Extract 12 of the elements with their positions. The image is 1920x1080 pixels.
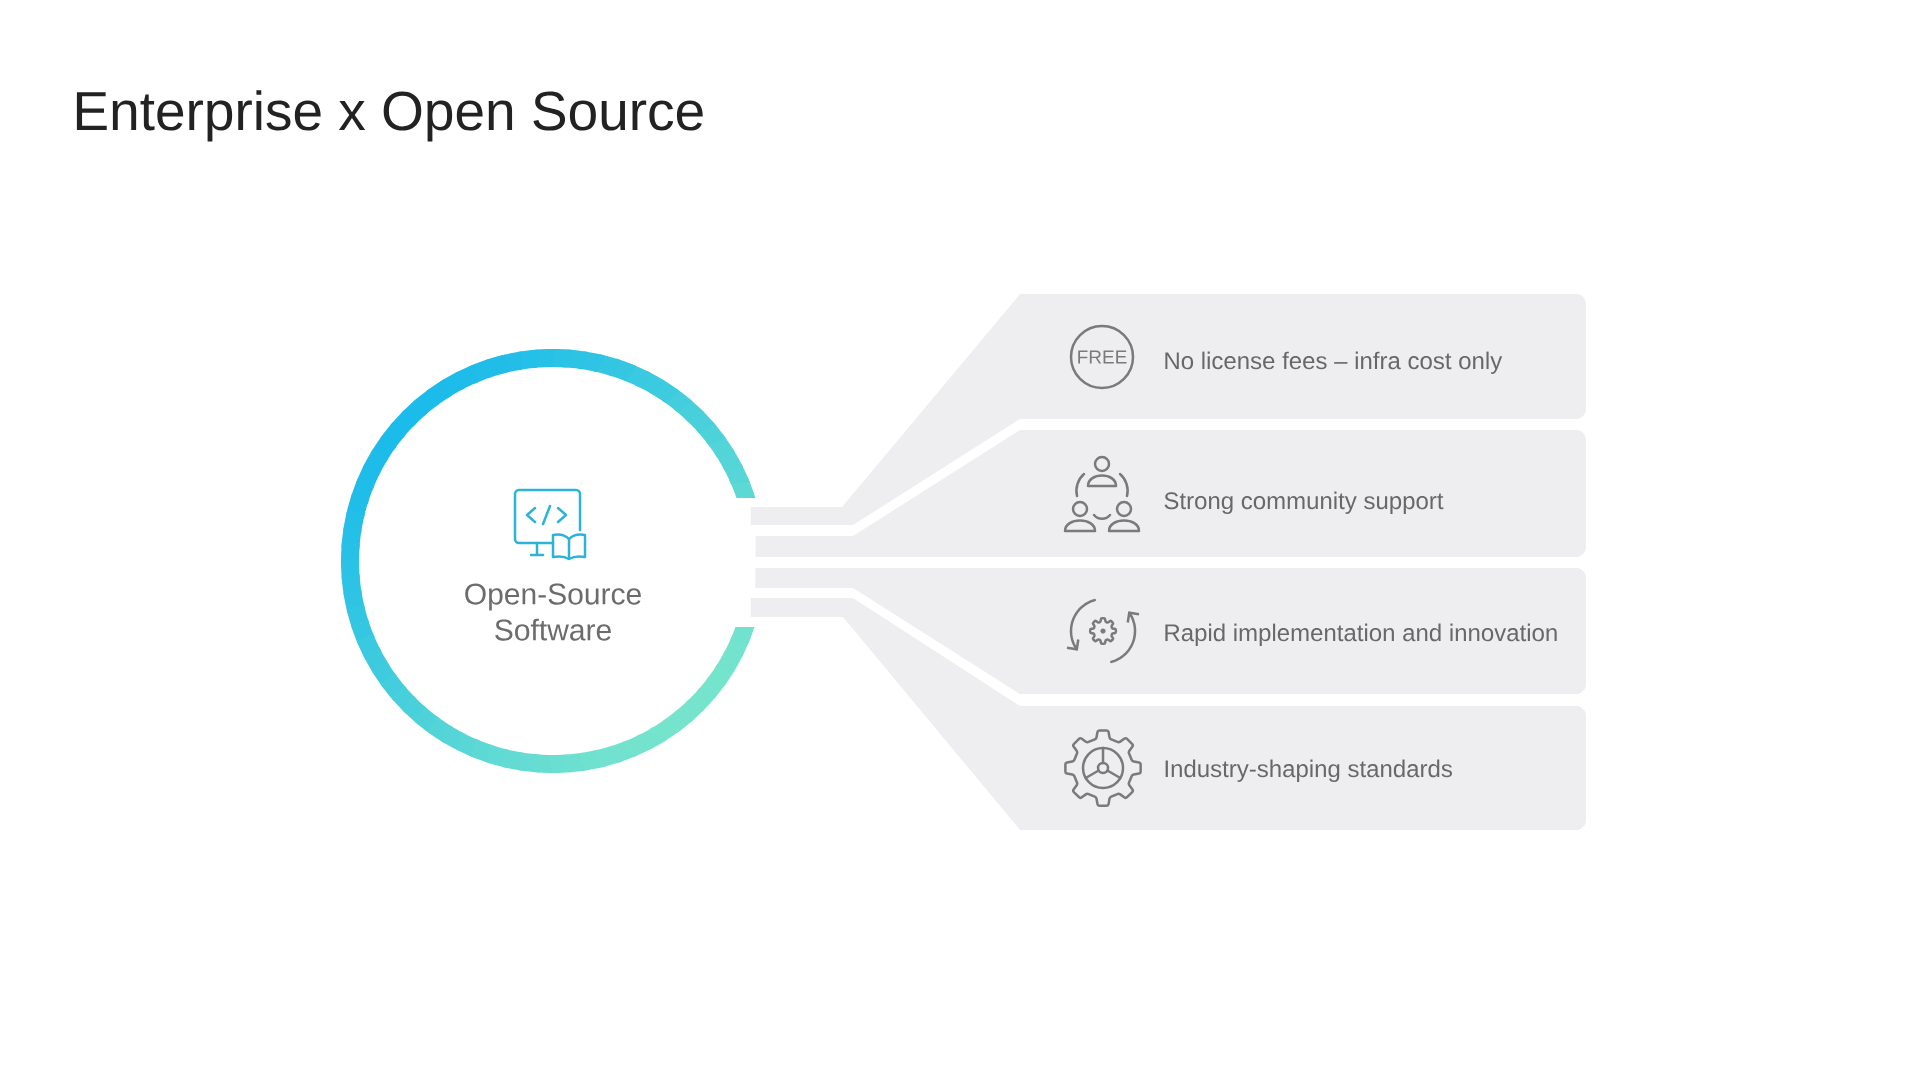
node-label: Strong community support — [1164, 491, 1444, 514]
connector — [750, 598, 1020, 830]
connector — [750, 294, 1020, 525]
node-label: No license fees – infra cost only — [1165, 351, 1503, 374]
feature-band: Industry-shaping standards — [1020, 706, 1586, 830]
connector — [755, 430, 1020, 557]
title: Enterprise x Open Source — [76, 90, 703, 142]
connector — [755, 568, 1020, 694]
node-label: Industry-shaping standards — [1165, 759, 1452, 782]
node-label: Open-Source Software — [465, 583, 641, 641]
free-badge: FREE — [1069, 324, 1135, 390]
node-label: Rapid implementation and innovation — [1165, 623, 1557, 646]
